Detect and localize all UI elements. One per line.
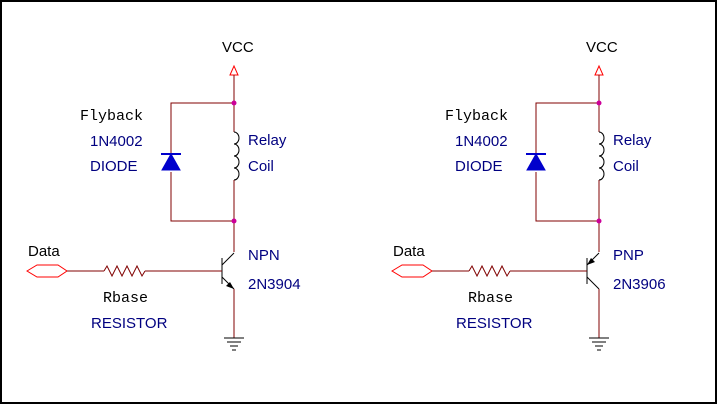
- junction-dot: [596, 218, 602, 224]
- vcc-power-symbol: [229, 64, 239, 76]
- resistor-label: RESISTOR: [91, 315, 168, 332]
- diode-branch-wire: [535, 102, 599, 153]
- pnp-transistor-symbol: [586, 252, 600, 290]
- diode-label: DIODE: [90, 158, 138, 175]
- base-resistor-symbol: [468, 264, 511, 278]
- relay-coil-symbol: [598, 131, 605, 181]
- base-resistor-symbol: [103, 264, 146, 278]
- relay-coil-symbol: [233, 131, 240, 181]
- transistor-type-label: PNP: [613, 247, 644, 264]
- coil-label: Coil: [248, 158, 274, 175]
- diode-part-label: 1N4002: [455, 133, 508, 150]
- junction-dot: [231, 100, 237, 106]
- relay-label: Relay: [613, 132, 652, 149]
- pnp-relay-circuit: VCC Flyback 1N4: [391, 39, 666, 351]
- junction-dot: [231, 218, 237, 224]
- data-port-symbol: [391, 264, 433, 278]
- junction-dot: [596, 100, 602, 106]
- diode-label: DIODE: [455, 158, 503, 175]
- diode-branch-wire: [170, 102, 234, 153]
- data-label: Data: [393, 243, 425, 260]
- transistor-part-label: 2N3904: [248, 276, 301, 293]
- relay-label: Relay: [248, 132, 287, 149]
- flyback-label: Flyback: [445, 108, 508, 125]
- resistor-label: RESISTOR: [456, 315, 533, 332]
- rbase-label: Rbase: [103, 290, 148, 307]
- vcc-power-symbol: [594, 64, 604, 76]
- ground-symbol: [224, 337, 244, 351]
- flyback-diode-symbol: [526, 152, 546, 171]
- data-label: Data: [28, 243, 60, 260]
- transistor-part-label: 2N3906: [613, 276, 666, 293]
- npn-relay-circuit: VCC: [26, 39, 301, 351]
- npn-transistor-symbol: [221, 252, 235, 290]
- flyback-label: Flyback: [80, 108, 143, 125]
- vcc-label: VCC: [222, 39, 254, 56]
- diode-part-label: 1N4002: [90, 133, 143, 150]
- coil-label: Coil: [613, 158, 639, 175]
- ground-symbol: [589, 337, 609, 351]
- transistor-type-label: NPN: [248, 247, 280, 264]
- data-port-symbol: [26, 264, 68, 278]
- flyback-diode-symbol: [161, 152, 181, 171]
- vcc-label: VCC: [586, 39, 618, 56]
- rbase-label: Rbase: [468, 290, 513, 307]
